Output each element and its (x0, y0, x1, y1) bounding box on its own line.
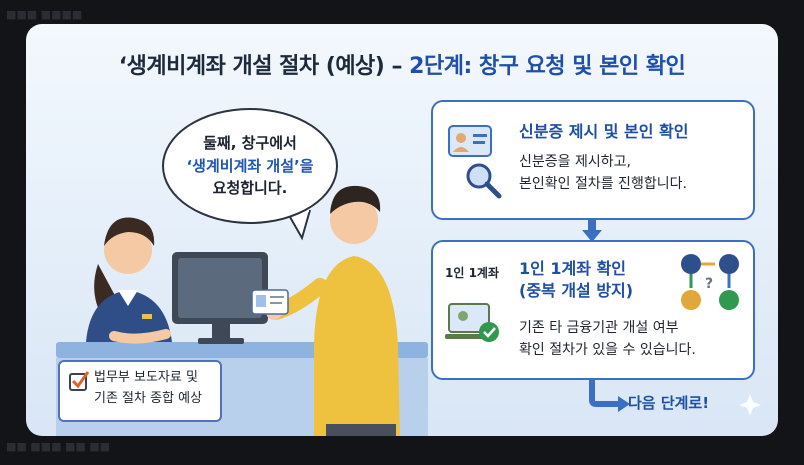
step-id-check-title: 신분증 제시 및 본인 확인 (519, 122, 689, 141)
speech-bubble: 둘째, 창구에서 ‘생계비계좌 개설’을 요청합니다. (162, 108, 338, 224)
step-id-check-box: 신분증 제시 및 본인 확인 신분증을 제시하고, 본인확인 절차를 진행합니다… (431, 100, 755, 220)
step-one-account-desc-line2: 확인 절차가 있을 수 있습니다. (519, 341, 696, 358)
sparkle-icon (739, 394, 761, 416)
computer-check-icon (445, 303, 499, 342)
step-id-check-desc-line1: 신분증을 제시하고, (519, 154, 631, 170)
bubble-line3: 요청합니다. (212, 179, 288, 198)
source-note: 법무부 보도자료 및 기존 절차 종합 예상 (58, 360, 222, 422)
infographic-card: ‘생계비계좌 개설 절차 (예상) – 2단계: 창구 요청 및 본인 확인 (26, 24, 778, 436)
monitor (172, 252, 268, 344)
bubble-line1: 둘째, 창구에서 (203, 134, 297, 153)
background-text: ■■■ ■■■■ (6, 8, 83, 21)
next-step-label: 다음 단계로! (628, 394, 710, 412)
title-highlight: 2단계: 창구 요청 및 본인 확인 (409, 54, 686, 79)
checkbox-icon (69, 371, 90, 391)
step-one-account-title-line1: 1인 1계좌 확인 (519, 259, 627, 278)
note-line1: 법무부 보도자료 및 (94, 370, 198, 385)
one-account-badge: 1인 1계좌 (445, 266, 499, 280)
bubble-line2: ‘생계비계좌 개설’을 (186, 156, 314, 175)
step-one-account-box: 1인 1계좌 1인 1계좌 확인 (중복 개설 방지) ? 기존 타 금융기관 … (431, 240, 755, 380)
step-one-account-desc-line1: 기존 타 금융기관 개설 여부 (519, 320, 679, 336)
bank-network-icon: ? (681, 254, 739, 310)
page-title: ‘생계비계좌 개설 절차 (예상) – 2단계: 창구 요청 및 본인 확인 (26, 48, 778, 80)
svg-text:?: ? (705, 276, 713, 292)
title-prefix: ‘생계비계좌 개설 절차 (예상) – (118, 54, 410, 79)
step-one-account-title-line2: (중복 개설 방지) (519, 281, 634, 301)
clerk-figure (86, 217, 172, 344)
id-card-in-hand (251, 289, 289, 315)
step-id-check-desc-line2: 본인확인 절차를 진행합니다. (519, 175, 687, 192)
note-line2: 기존 절차 종합 예상 (94, 390, 203, 406)
id-card-icon (448, 125, 492, 157)
arrow-right-icon (589, 378, 620, 407)
background-text: ■■ ■■■ ■■ ■■ (6, 440, 111, 453)
counter-illustration (56, 185, 761, 436)
magnifier-icon (466, 163, 502, 199)
